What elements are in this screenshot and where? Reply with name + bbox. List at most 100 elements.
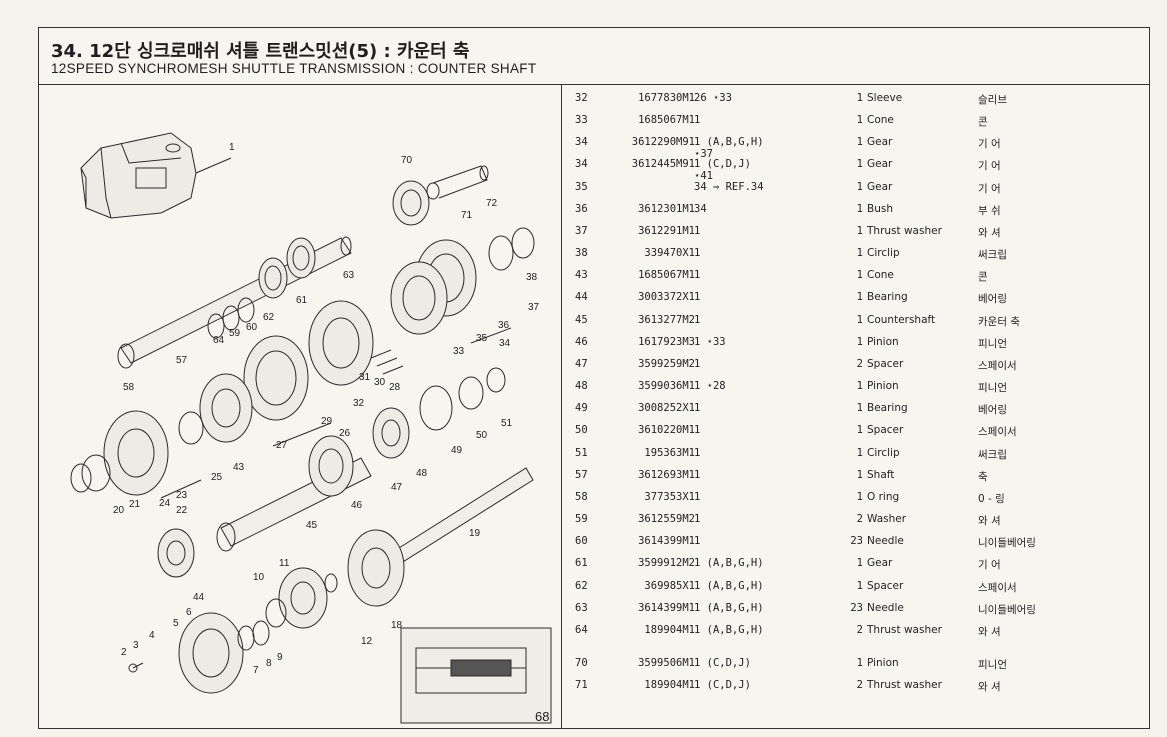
callout-62: 62 <box>263 312 275 323</box>
part-name-korean: 콘 <box>978 271 988 283</box>
part-number: 3612693M1 <box>638 469 695 481</box>
part-note: 1 <box>694 513 701 525</box>
countershaft-45-drawing <box>217 436 371 551</box>
part-name-korean: 써크립 <box>978 449 1007 461</box>
part-number: 3612301M1 <box>638 203 695 215</box>
part-number: 3612559M2 <box>638 513 695 525</box>
part-name-korean: 니이들베어링 <box>978 537 1036 549</box>
callout-19: 19 <box>469 528 481 539</box>
part-number: 189904M1 <box>644 624 695 636</box>
part-quantity: 2 <box>856 624 863 636</box>
callout-64: 64 <box>213 335 225 346</box>
part-ref-number: 37 <box>575 225 588 237</box>
part-quantity: 1 <box>856 291 863 303</box>
part-quantity: 1 <box>856 657 863 669</box>
part-number: 3008252X1 <box>638 402 695 414</box>
callout-44: 44 <box>193 592 205 603</box>
gear-70-drawing <box>393 166 488 225</box>
part-number: 1685067M1 <box>638 269 695 281</box>
callout-51: 51 <box>501 418 513 429</box>
callout-6: 6 <box>186 607 192 618</box>
part-quantity: 2 <box>856 358 863 370</box>
part-ref-number: 59 <box>575 513 588 525</box>
part-name-korean: 와 셔 <box>978 626 1001 638</box>
callout-18: 18 <box>391 620 403 631</box>
part-number: 3610220M1 <box>638 424 695 436</box>
part-name-english: Spacer <box>867 424 904 436</box>
part-ref-number: 33 <box>575 114 588 126</box>
part-ref-number: 47 <box>575 358 588 370</box>
callout-50: 50 <box>476 430 488 441</box>
callout-27: 27 <box>276 440 288 451</box>
part-name-korean: 와 셔 <box>978 227 1001 239</box>
part-name-english: Cone <box>867 269 894 281</box>
part-quantity: 1 <box>856 447 863 459</box>
part-note: 1 ⋆28 <box>694 380 726 392</box>
callout-2: 2 <box>121 647 127 658</box>
column-divider <box>561 84 562 728</box>
part-note: 1 <box>694 424 701 436</box>
part-ref-number: 57 <box>575 469 588 481</box>
part-name-english: O ring <box>867 491 900 503</box>
part-ref-number: 63 <box>575 602 588 614</box>
callout-60: 60 <box>246 322 258 333</box>
callout-70: 70 <box>401 155 413 166</box>
shaft-19-drawing <box>348 468 533 606</box>
part-ref-number: 46 <box>575 336 588 348</box>
cover-plate-drawing <box>129 613 269 693</box>
part-note: 26 ⋆33 <box>694 92 732 104</box>
part-quantity: 1 <box>856 92 863 104</box>
part-name-korean: 와 셔 <box>978 681 1001 693</box>
part-quantity: 1 <box>856 424 863 436</box>
part-number: 3599259M2 <box>638 358 695 370</box>
part-quantity: 1 <box>856 269 863 281</box>
part-number: 3614399M1 <box>638 535 695 547</box>
part-name-english: Pinion <box>867 380 899 392</box>
callout-29: 29 <box>321 416 333 427</box>
part-name-english: Needle <box>867 535 904 547</box>
part-name-english: Needle <box>867 602 904 614</box>
part-ref-number: 32 <box>575 92 588 104</box>
callout-10: 10 <box>253 572 265 583</box>
part-number: 369985X1 <box>644 580 695 592</box>
part-number: 3614399M1 <box>638 602 695 614</box>
callout-24: 24 <box>159 498 171 509</box>
part-ref-number: 35 <box>575 181 588 193</box>
part-name-english: Thrust washer <box>867 679 942 691</box>
callout-23: 23 <box>176 490 188 501</box>
part-name-korean: 부 쉬 <box>978 205 1001 217</box>
part-name-korean: 와 셔 <box>978 515 1001 527</box>
part-note: 1 (A,B,G,H) <box>694 557 764 569</box>
part-name-english: Circlip <box>867 447 900 459</box>
part-number: 3612290M91 <box>631 136 695 148</box>
part-ref-number: 62 <box>575 580 588 592</box>
part-name-english: Countershaft <box>867 314 936 326</box>
part-quantity: 1 <box>856 225 863 237</box>
part-number: 1685067M1 <box>638 114 695 126</box>
callout-7: 7 <box>253 665 259 676</box>
part-name-english: Spacer <box>867 580 904 592</box>
part-number: 3613277M2 <box>638 314 695 326</box>
part-note: 1 <box>694 225 701 237</box>
inset-view-drawing <box>401 628 551 723</box>
part-note: 1 <box>694 291 701 303</box>
part-ref-number: 36 <box>575 203 588 215</box>
part-name-korean: 피니언 <box>978 659 1007 671</box>
part-name-korean: 스페이서 <box>978 426 1017 438</box>
part-quantity: 23 <box>850 535 863 547</box>
part-name-korean: 피니언 <box>978 338 1007 350</box>
callout-20: 20 <box>113 505 125 516</box>
part-quantity: 1 <box>856 314 863 326</box>
part-number: 3599912M2 <box>638 557 695 569</box>
callout-71: 71 <box>461 210 473 221</box>
part-name-english: Pinion <box>867 336 899 348</box>
part-note: 1 <box>694 402 701 414</box>
callout-11: 11 <box>279 558 290 569</box>
part-number: 377353X1 <box>644 491 695 503</box>
part-name-english: Gear <box>867 136 893 148</box>
callout-33: 33 <box>453 346 465 357</box>
callout-43: 43 <box>233 462 245 473</box>
part-name-english: Cone <box>867 114 894 126</box>
part-number: 1677830M1 <box>638 92 695 104</box>
synchro-assembly-drawing <box>179 301 403 444</box>
